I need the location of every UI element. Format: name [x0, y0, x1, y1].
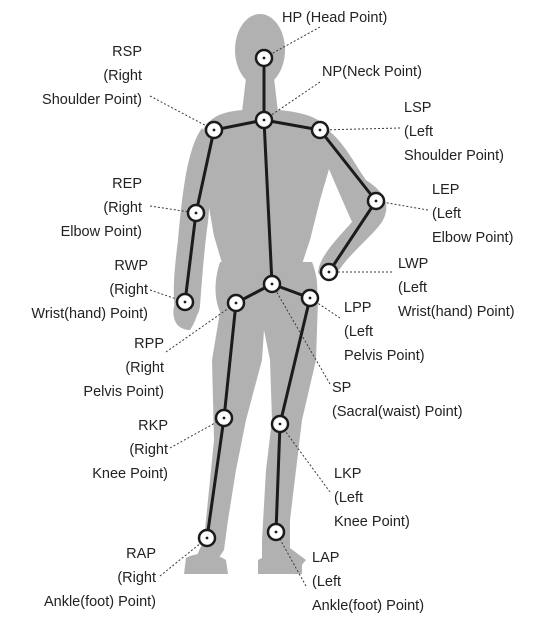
silhouette-right-leg: [192, 300, 266, 568]
joint-center-lep: [375, 200, 378, 203]
label-lkp: LKP (Left Knee Point): [334, 462, 474, 534]
silhouette-neck: [242, 78, 278, 112]
label-rwp: RWP (Right Wrist(hand) Point): [0, 254, 148, 326]
label-rap: RAP (Right Ankle(foot) Point): [14, 542, 156, 614]
label-lep: LEP (Left Elbow Point): [432, 178, 542, 250]
label-lap: LAP (Left Ankle(foot) Point): [312, 546, 472, 618]
joint-center-hp: [263, 57, 266, 60]
joint-center-rsp: [213, 129, 216, 132]
joint-center-np: [263, 119, 266, 122]
label-rsp: RSP (Right Shoulder Point): [14, 40, 142, 112]
joint-center-rwp: [184, 301, 187, 304]
joint-center-lkp: [279, 423, 282, 426]
joint-center-lsp: [319, 129, 322, 132]
joint-center-lap: [275, 531, 278, 534]
joint-center-rpp: [235, 302, 238, 305]
joint-center-rep: [195, 212, 198, 215]
joint-center-rap: [206, 537, 209, 540]
label-lpp: LPP (Left Pelvis Point): [344, 296, 484, 368]
label-lsp: LSP (Left Shoulder Point): [404, 96, 540, 168]
joint-center-lwp: [328, 271, 331, 274]
label-rpp: RPP (Right Pelvis Point): [40, 332, 164, 404]
joint-center-lpp: [309, 297, 312, 300]
label-rep: REP (Right Elbow Point): [38, 172, 142, 244]
silhouette-right-foot: [184, 554, 228, 574]
joint-center-sp: [271, 283, 274, 286]
label-sp: SP (Sacral(waist) Point): [332, 376, 532, 424]
label-rkp: RKP (Right Knee Point): [48, 414, 168, 486]
label-hp: HP (Head Point): [282, 6, 482, 30]
leader-rsp: [150, 96, 214, 130]
label-np: NP(Neck Point): [322, 60, 522, 84]
leader-lsp: [320, 128, 400, 130]
joint-center-rkp: [223, 417, 226, 420]
